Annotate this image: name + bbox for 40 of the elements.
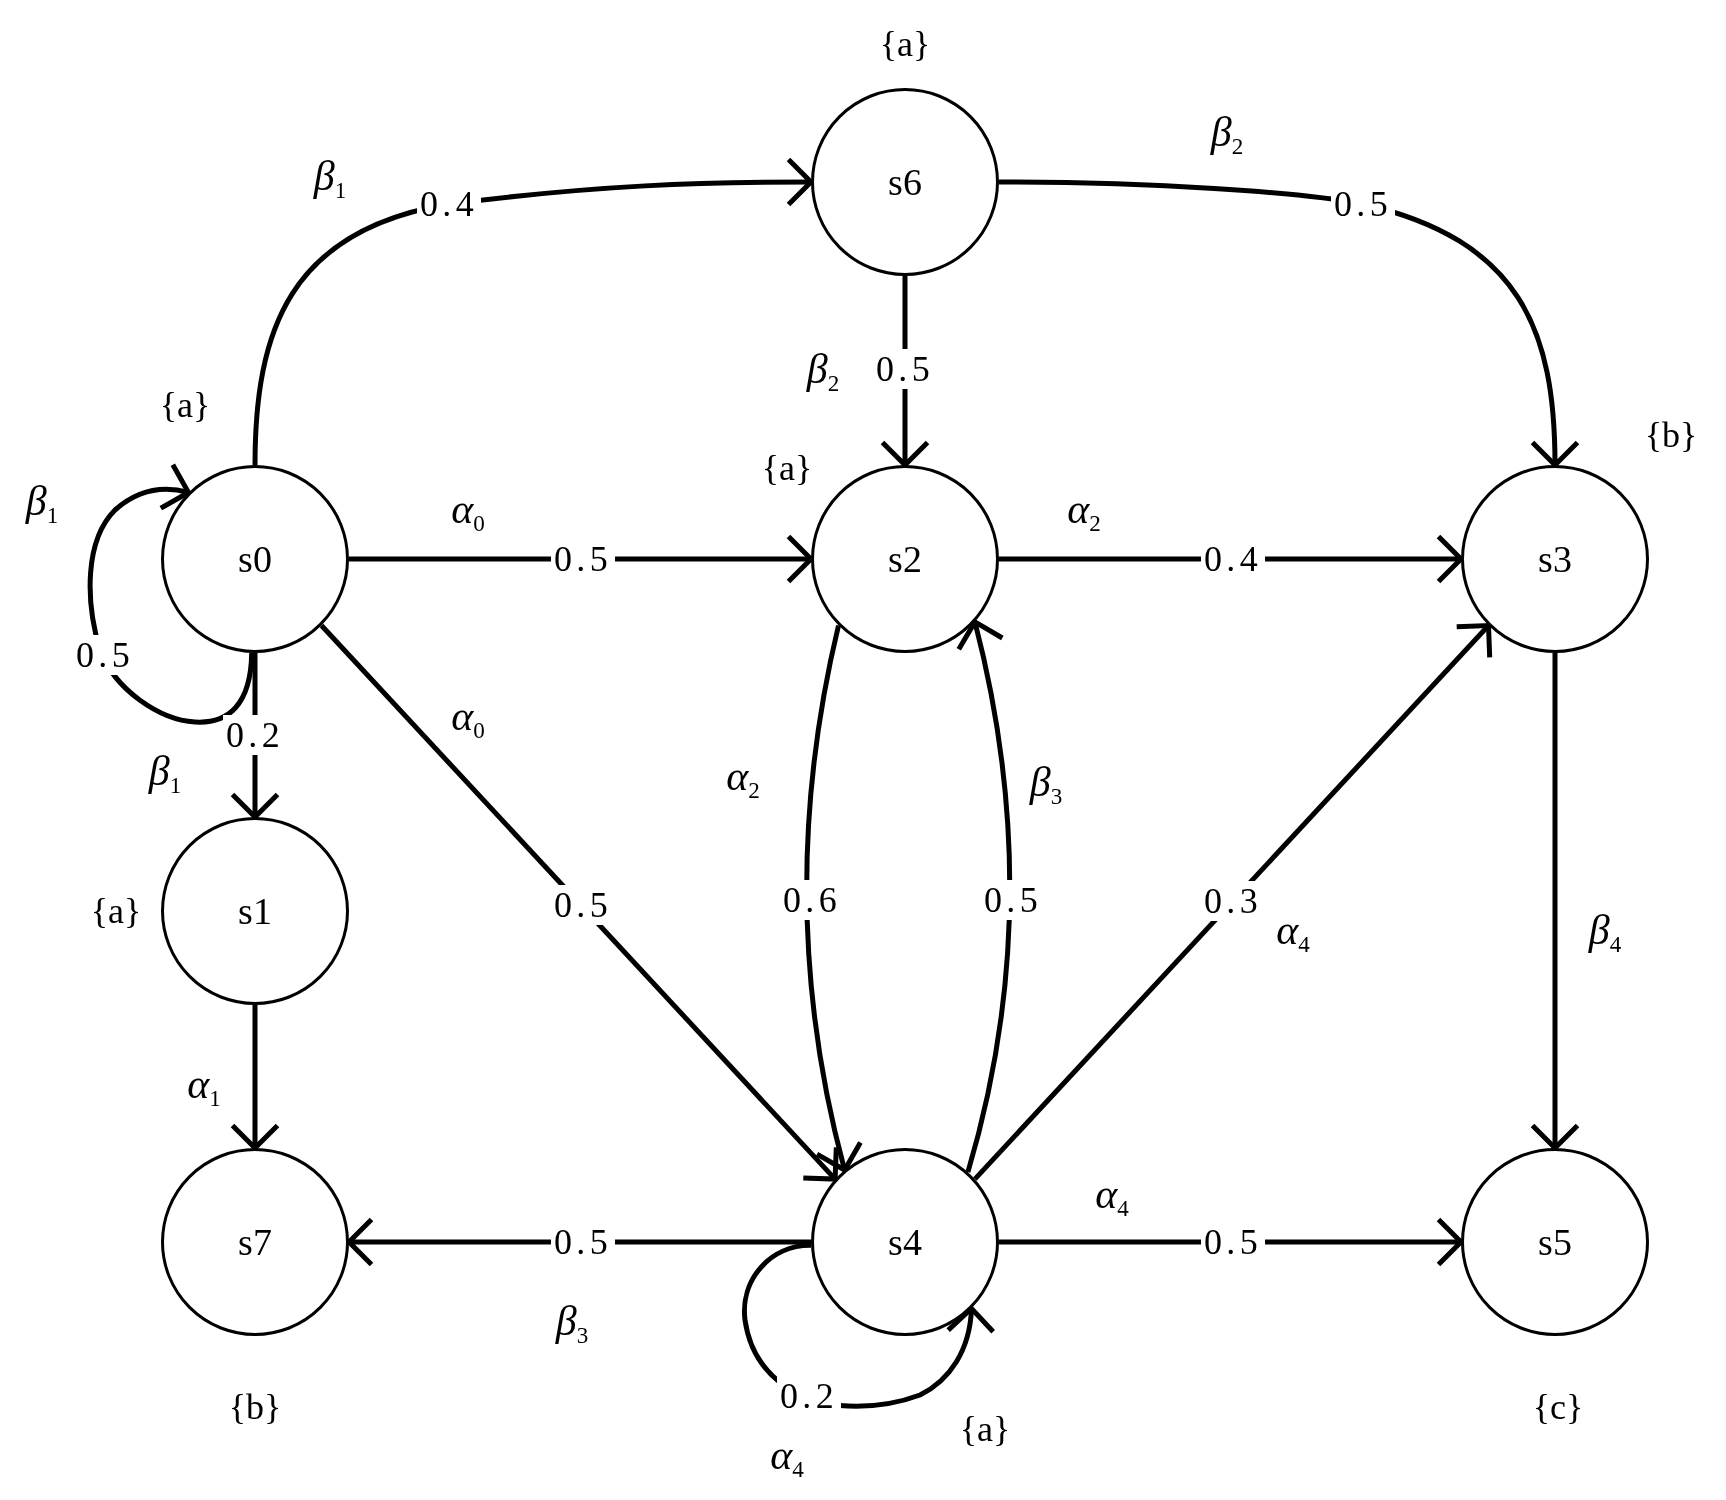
action-label: β$_{3}$ <box>555 1300 589 1342</box>
state-name: s3 <box>1538 540 1572 578</box>
curved-arrow <box>955 619 1013 1173</box>
state-name: s5 <box>1538 1223 1572 1261</box>
state-name: s1 <box>238 892 272 930</box>
proposition-label: {a} <box>90 893 142 929</box>
arrow <box>319 623 839 1182</box>
state-name: s4 <box>888 1223 922 1261</box>
proposition-label: {b} <box>228 1389 282 1425</box>
arrow <box>1530 653 1580 1151</box>
state-name: s2 <box>888 540 922 578</box>
proposition-label: {a} <box>959 1411 1011 1447</box>
action-label: β$_{4}$ <box>1588 909 1622 951</box>
loop-arrow <box>87 462 255 725</box>
proposition-label: {a} <box>879 26 931 62</box>
state-name: s0 <box>238 540 272 578</box>
proposition-label: {a} <box>761 450 813 486</box>
action-label: β$_{1}$ <box>25 480 59 522</box>
action-label: α$_{0}$ <box>451 695 485 737</box>
action-label: α$_{0}$ <box>451 488 485 530</box>
state-name: s7 <box>238 1223 272 1261</box>
arrow <box>230 1005 280 1151</box>
state-name: s6 <box>888 163 922 201</box>
curved-arrow <box>999 179 1580 468</box>
proposition-label: {a} <box>159 387 211 423</box>
proposition-label: {c} <box>1532 1389 1584 1425</box>
action-label: α$_{2}$ <box>726 755 760 797</box>
action-label: α$_{4}$ <box>1276 909 1310 951</box>
action-label: α$_{2}$ <box>1067 488 1101 530</box>
action-label: β$_{1}$ <box>313 155 347 197</box>
action-label: β$_{3}$ <box>1029 761 1063 803</box>
action-label: α$_{1}$ <box>187 1063 221 1105</box>
action-label: α$_{4}$ <box>1095 1173 1129 1215</box>
proposition-label: {b} <box>1644 417 1698 453</box>
action-label: β$_{1}$ <box>148 750 182 792</box>
action-label: β$_{2}$ <box>1210 111 1244 153</box>
curved-arrow <box>804 624 864 1173</box>
action-label: β$_{2}$ <box>806 348 840 390</box>
action-label: α$_{4}$ <box>770 1434 804 1476</box>
arrow <box>973 623 1493 1181</box>
